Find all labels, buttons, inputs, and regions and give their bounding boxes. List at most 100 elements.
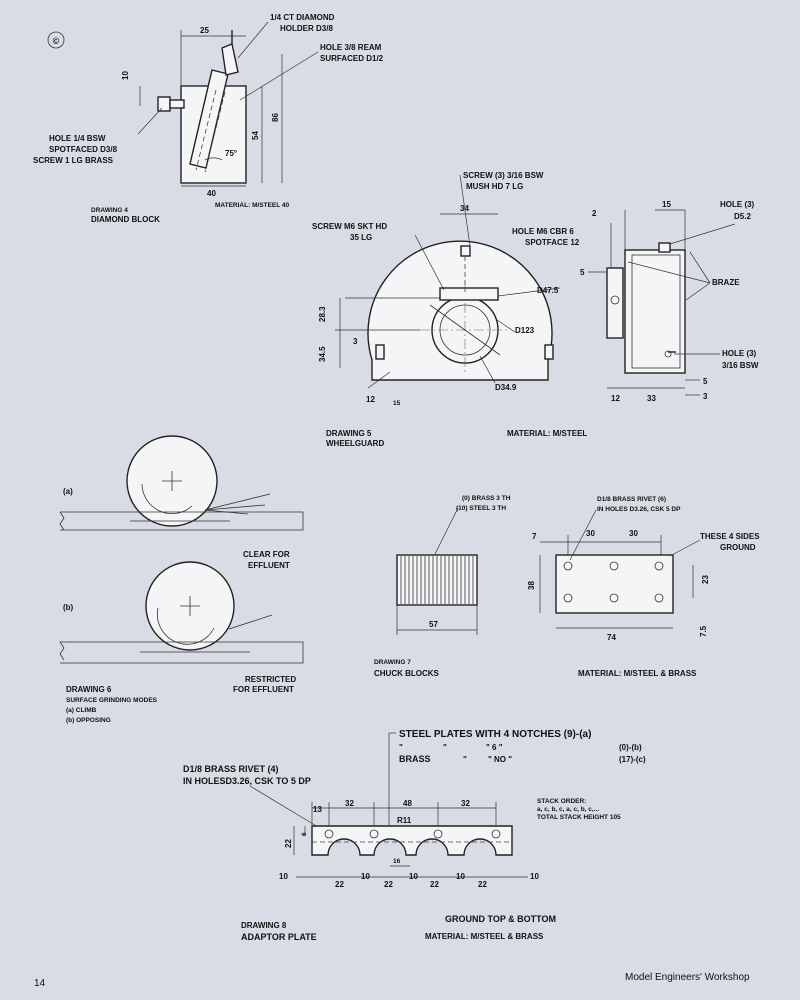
dim-23: 23 xyxy=(701,575,710,584)
label-rivet-6: D1/8 BRASS RIVET (6) xyxy=(597,496,666,503)
diamond-holder xyxy=(189,69,229,169)
label-hole-3: HOLE (3) xyxy=(720,200,755,209)
label-ream: HOLE 3/8 REAM xyxy=(320,43,382,52)
label-spotfaced: SPOTFACED D3/8 xyxy=(49,145,118,154)
dim-10: 10 xyxy=(121,71,130,80)
dim-22-vertical: 22 xyxy=(284,839,293,848)
dim-13: 13 xyxy=(313,805,322,814)
label-braze: BRAZE xyxy=(712,278,740,287)
drawing-5-material: MATERIAL: M/STEEL xyxy=(507,429,587,438)
label-spotface: SPOTFACE 12 xyxy=(525,238,580,247)
mode-b-label: (b) xyxy=(63,603,74,612)
drawing-5-title: WHEELGUARD xyxy=(326,439,384,448)
dim-7: 7 xyxy=(532,532,537,541)
mode-climb: (a) CLIMB xyxy=(66,707,97,714)
dim-d123: D123 xyxy=(515,326,535,335)
note-restricted: RESTRICTED xyxy=(245,675,296,684)
plates-c: (17)-(c) xyxy=(619,755,646,764)
dim-40: 40 xyxy=(207,189,216,198)
drawing-4-title: DIAMOND BLOCK xyxy=(91,215,160,224)
dim-5: 5 xyxy=(580,268,585,277)
label-3-16-bsw: 3/16 BSW xyxy=(722,361,759,370)
dim-6: 6 xyxy=(301,832,308,836)
dim-3: 3 xyxy=(353,337,358,346)
stack-order-sequence: a, c, b, c, a, c, b, c,... xyxy=(537,806,599,813)
label-screw-brass: SCREW 1 LG BRASS xyxy=(33,156,114,165)
note-effluent: EFFLUENT xyxy=(248,561,290,570)
clamp-slot xyxy=(439,287,499,301)
ditto-1: " xyxy=(399,743,403,752)
dim-5-side: 5 xyxy=(703,377,708,386)
dim-30-left: 30 xyxy=(586,529,595,538)
dim-7-5: 7.5 xyxy=(699,625,708,637)
dim-22-c: 22 xyxy=(430,880,439,889)
plates-steel-notches: STEEL PLATES WITH 4 NOTCHES (9)-(a) xyxy=(399,729,591,740)
drawing-7-chuck-blocks: (0) BRASS 3 TH (10) STEEL 3 TH 57 DRAWIN… xyxy=(374,495,760,678)
dim-10-c: 10 xyxy=(409,872,418,881)
copyright-mark: © xyxy=(47,31,65,49)
dim-32-left: 32 xyxy=(345,799,354,808)
label-holes-csk: IN HOLES D3.26, CSK 5 DP xyxy=(597,506,681,513)
chuck-block-plan xyxy=(555,554,674,614)
drawing-8-adaptor-plate: STEEL PLATES WITH 4 NOTCHES (9)-(a) " " … xyxy=(183,729,646,942)
plates-brass: BRASS xyxy=(399,754,431,764)
stack-height: TOTAL STACK HEIGHT 105 xyxy=(537,814,621,821)
angle-label: 75° xyxy=(225,149,237,158)
dim-15-side: 15 xyxy=(662,200,671,209)
label-holder: HOLDER D3/8 xyxy=(280,24,333,33)
label-d5-2: D5.2 xyxy=(734,212,751,221)
drawing-8-title: ADAPTOR PLATE xyxy=(241,932,317,942)
plates-no-notches: " NO " xyxy=(488,755,512,764)
dim-34-5: 34.5 xyxy=(318,346,327,362)
drawing-7-material: MATERIAL: M/STEEL & BRASS xyxy=(578,669,697,678)
mode-a-label: (a) xyxy=(63,487,73,496)
dim-d34-9: D34.9 xyxy=(495,383,517,392)
dim-10-b: 10 xyxy=(361,872,370,881)
label-ground: GROUND xyxy=(720,543,756,552)
note-for-effluent: FOR EFFLUENT xyxy=(233,685,294,694)
label-steel-3th: (10) STEEL 3 TH xyxy=(456,505,506,512)
ditto-2: " xyxy=(443,743,447,752)
label-diamond: 1/4 CT DIAMOND xyxy=(270,13,335,22)
mode-opposing: (b) OPPOSING xyxy=(66,717,111,724)
rivet-hole xyxy=(654,593,664,603)
drawing-6-title: SURFACE GRINDING MODES xyxy=(66,697,158,704)
drawing-4-diamond-block: 75° 25 10 54 86 40 1/4 CT DIAMOND HOLDER… xyxy=(33,13,384,224)
dim-48: 48 xyxy=(403,799,412,808)
page-number: 14 xyxy=(34,978,46,989)
label-hole-3-bsw: HOLE (3) xyxy=(722,349,757,358)
note-clear: CLEAR FOR xyxy=(243,550,290,559)
rivet-hole xyxy=(609,593,619,603)
dim-74: 74 xyxy=(607,633,616,642)
drawing-8-material: MATERIAL: M/STEEL & BRASS xyxy=(425,932,544,941)
side-boss xyxy=(606,267,624,339)
drawing-6-grinding-modes: (a) CLEAR FOR EFFLUENT (b) RESTRICTED FO… xyxy=(59,435,304,724)
copyright-letter: © xyxy=(53,36,60,46)
dim-86: 86 xyxy=(271,113,280,122)
dim-30-right: 30 xyxy=(629,529,638,538)
label-bsw-hole: HOLE 1/4 BSW xyxy=(49,134,106,143)
dim-15: 15 xyxy=(393,400,401,407)
dim-2: 2 xyxy=(592,209,597,218)
dim-10-d: 10 xyxy=(456,872,465,881)
dim-25: 25 xyxy=(200,26,209,35)
rivet-hole xyxy=(563,593,573,603)
screw-head xyxy=(157,96,171,112)
dim-10-a: 10 xyxy=(279,872,288,881)
label-hole-m6: HOLE M6 CBR 6 xyxy=(512,227,574,236)
block-stack xyxy=(396,554,478,606)
plate-rivet-hole xyxy=(369,829,379,839)
rivet-hole xyxy=(609,561,619,571)
label-rivet-4: D1/8 BRASS RIVET (4) xyxy=(183,764,279,774)
dim-12-side: 12 xyxy=(611,394,620,403)
dim-r11: R11 xyxy=(397,816,412,825)
dim-32-right: 32 xyxy=(461,799,470,808)
stack-order-title: STACK ORDER: xyxy=(537,798,586,805)
plate-rivet-hole xyxy=(491,829,501,839)
label-brass-3th: (0) BRASS 3 TH xyxy=(462,495,511,502)
plates-b: (0)-(b) xyxy=(619,743,642,752)
adaptor-plate xyxy=(311,825,513,856)
rivet-hole xyxy=(563,561,573,571)
drawing-4-caption: DRAWING 4 xyxy=(91,207,128,214)
dim-57: 57 xyxy=(429,620,438,629)
